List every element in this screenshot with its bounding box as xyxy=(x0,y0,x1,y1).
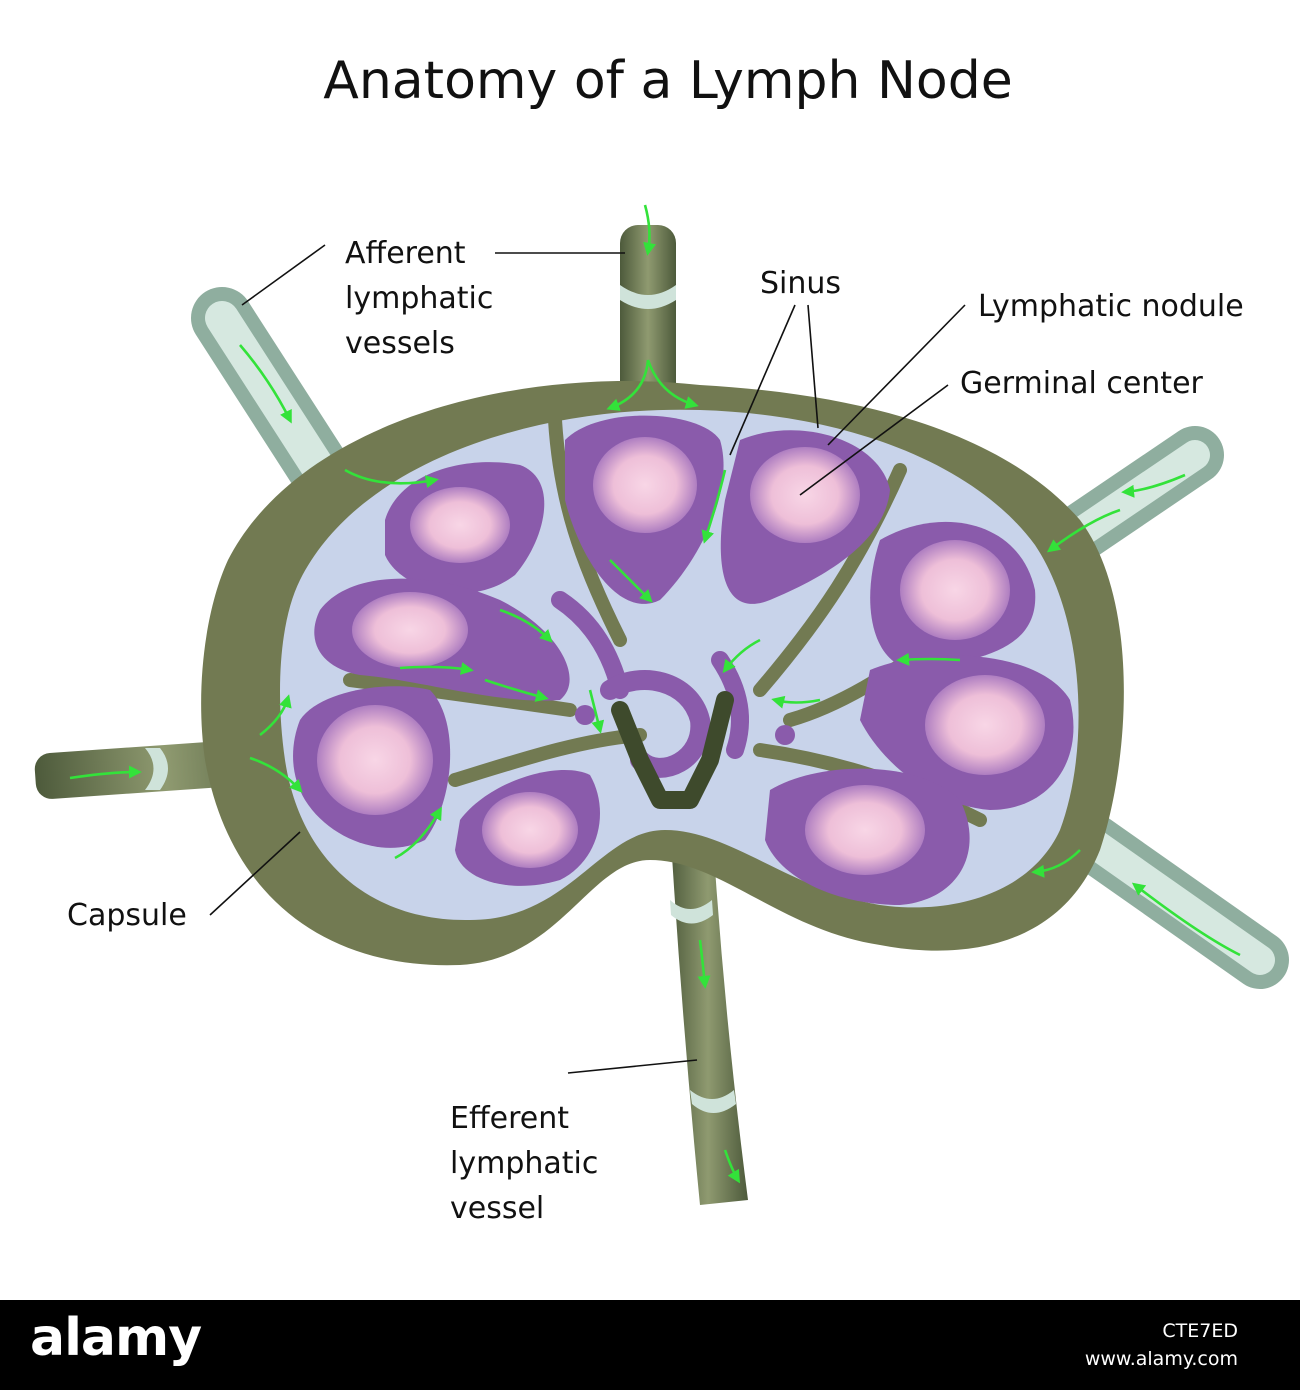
germinal-center-5 xyxy=(900,540,1010,640)
footer-site-url: www.alamy.com xyxy=(1084,1348,1238,1370)
efferent-vessel xyxy=(668,790,748,1205)
germinal-center-4 xyxy=(352,592,468,668)
label-efferent-line-1: Efferent xyxy=(450,1101,569,1136)
label-sinus: Sinus xyxy=(760,266,841,301)
germinal-center-1 xyxy=(410,487,510,563)
germinal-center-7 xyxy=(925,675,1045,775)
footer-brand-logo: alamy xyxy=(30,1308,202,1368)
afferent-vessel-right-lower xyxy=(1046,801,1289,989)
hilum-duct xyxy=(611,691,734,809)
label-capsule: Capsule xyxy=(67,898,187,933)
label-capsule-group: Capsule xyxy=(67,831,301,933)
label-germinal-center: Germinal center xyxy=(960,366,1204,401)
label-lymphatic-nodule: Lymphatic nodule xyxy=(978,289,1244,324)
label-efferent-group: Efferent lymphatic vessel xyxy=(450,1059,698,1226)
stock-footer-bar: alamy CTE7ED www.alamy.com xyxy=(0,1300,1300,1390)
germinal-center-9 xyxy=(805,785,925,875)
lymph-node-diagram: Anatomy of a Lymph Node xyxy=(34,51,1289,1226)
label-efferent-line-3: vessel xyxy=(450,1191,544,1226)
label-afferent-line-1: Afferent xyxy=(345,236,466,271)
medullary-cord xyxy=(600,670,711,778)
afferent-vessel-top xyxy=(620,225,676,420)
lymphatic-nodules xyxy=(293,415,1074,905)
medullary-cord xyxy=(775,725,795,745)
label-efferent-line-2: lymphatic xyxy=(450,1146,598,1181)
lymph-flow-arrows xyxy=(69,204,1241,1184)
diagram-title: Anatomy of a Lymph Node xyxy=(323,51,1012,111)
footer-image-id: CTE7ED xyxy=(1162,1320,1238,1342)
germinal-center-3 xyxy=(750,447,860,543)
germinal-center-8 xyxy=(482,792,578,868)
label-afferent-line-3: vessels xyxy=(345,326,455,361)
label-afferent: Afferent lymphatic vessels xyxy=(241,236,625,361)
label-sinus-group: Sinus xyxy=(729,266,841,456)
germinal-center-2 xyxy=(593,437,697,533)
label-nodule-group: Lymphatic nodule xyxy=(827,289,1244,446)
label-afferent-line-2: lymphatic xyxy=(345,281,493,316)
germinal-center-6 xyxy=(317,705,433,815)
label-germinal-group: Germinal center xyxy=(799,366,1204,496)
medullary-cord xyxy=(575,705,595,725)
